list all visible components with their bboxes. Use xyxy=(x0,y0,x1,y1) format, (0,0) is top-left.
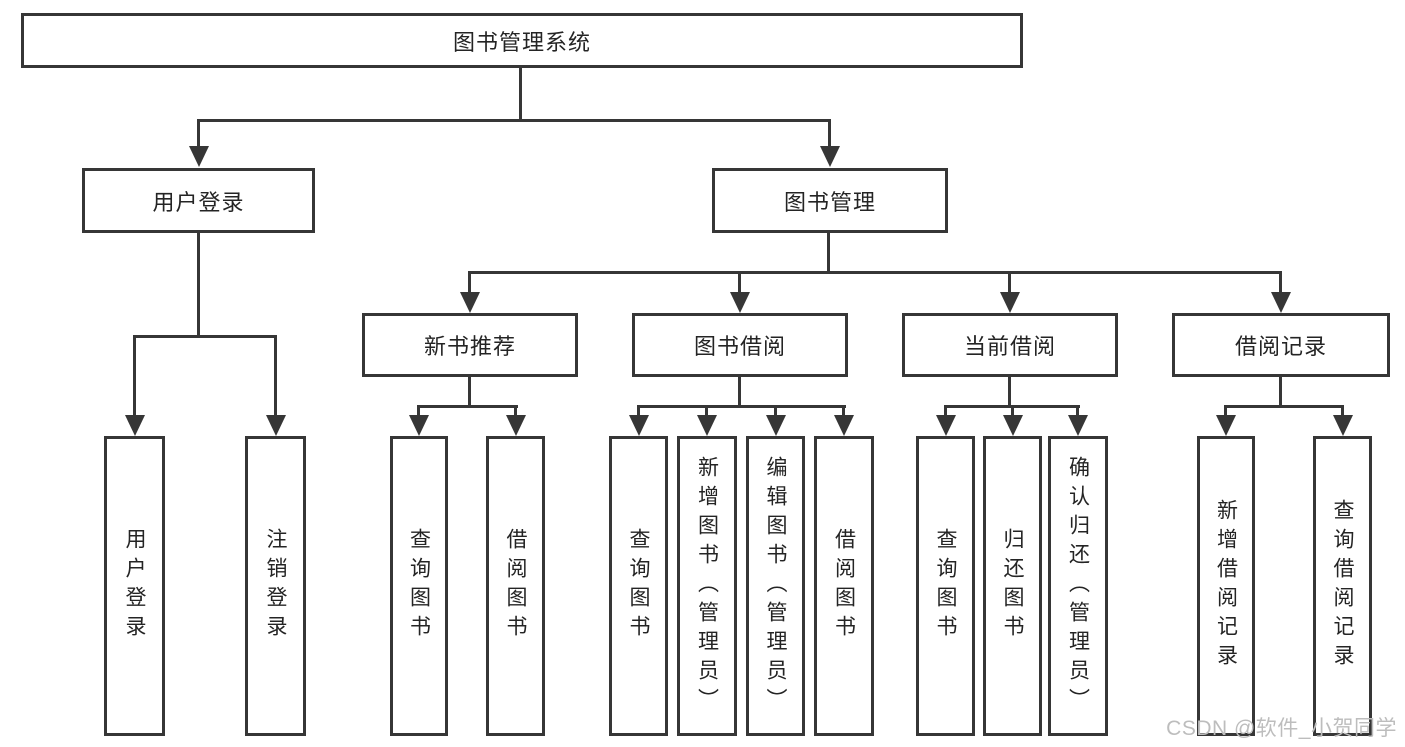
arrow-to-book-management xyxy=(819,119,840,167)
edge-user-login-stem xyxy=(197,233,200,337)
node-label: 用户登录 xyxy=(152,189,245,215)
node-label: 查询借阅记录 xyxy=(1331,499,1354,673)
node-label: 确认归还（管理员） xyxy=(1066,455,1090,717)
arrow-bb-borrow-book xyxy=(833,405,854,436)
node-label: 编辑图书（管理员） xyxy=(764,455,787,717)
node-label: 查询图书 xyxy=(407,528,431,644)
edge-level2-rail xyxy=(197,119,831,122)
leaf-bb-add-book-admin: 新增图书（管理员） xyxy=(677,436,737,736)
node-label: 借阅图书 xyxy=(504,528,527,644)
arrow-to-leaf-logout xyxy=(265,335,286,436)
node-label: 新增借阅记录 xyxy=(1214,499,1238,673)
node-label: 借阅图书 xyxy=(832,528,856,644)
arrow-br-query-record xyxy=(1332,405,1353,436)
leaf-rec-query-books: 查询图书 xyxy=(390,436,448,736)
node-label: 查询图书 xyxy=(934,528,957,644)
leaf-logout: 注销登录 xyxy=(245,436,306,736)
node-label: 图书管理系统 xyxy=(452,29,591,55)
leaf-br-query-borrow-record: 查询借阅记录 xyxy=(1313,436,1372,736)
arrow-to-user-login xyxy=(188,119,209,167)
edge-current-borrow-stem xyxy=(1008,377,1011,407)
node-book-management: 图书管理 xyxy=(712,168,948,233)
node-label: 注销登录 xyxy=(264,528,287,644)
node-library-management-system: 图书管理系统 xyxy=(21,13,1023,68)
arrow-rec-borrow-book xyxy=(505,405,526,436)
arrow-rec-query-book xyxy=(408,405,429,436)
leaf-cb-return-books: 归还图书 xyxy=(983,436,1042,736)
leaf-rec-borrow-books: 借阅图书 xyxy=(486,436,545,736)
node-label: 当前借阅 xyxy=(963,334,1056,359)
node-label: 新书推荐 xyxy=(423,334,516,359)
arrow-br-add-record xyxy=(1215,405,1236,436)
arrow-bb-add-book xyxy=(696,405,717,436)
edge-borrow-record-stem xyxy=(1279,377,1282,407)
arrow-to-book-borrow xyxy=(729,271,750,313)
node-borrowing-records: 借阅记录 xyxy=(1172,313,1390,377)
node-label: 用户登录 xyxy=(123,528,146,644)
edge-user-login-rail xyxy=(133,335,277,338)
leaf-cb-confirm-return-admin: 确认归还（管理员） xyxy=(1048,436,1108,736)
edge-book-borrow-stem xyxy=(738,377,741,407)
leaf-bb-borrow-books: 借阅图书 xyxy=(814,436,874,736)
edge-new-book-rec-rail xyxy=(418,405,518,408)
node-label: 归还图书 xyxy=(1001,528,1024,644)
arrow-cb-query-book xyxy=(935,405,956,436)
node-user-login: 用户登录 xyxy=(82,168,315,233)
edge-level3-rail xyxy=(468,271,1282,274)
arrow-to-current-borrow xyxy=(999,271,1020,313)
edge-borrow-record-rail xyxy=(1225,405,1344,408)
leaf-br-add-borrow-record: 新增借阅记录 xyxy=(1197,436,1255,736)
arrow-cb-confirm-return xyxy=(1067,405,1088,436)
leaf-bb-query-books: 查询图书 xyxy=(609,436,668,736)
node-label: 图书借阅 xyxy=(693,334,786,359)
arrow-bb-query-book xyxy=(628,405,649,436)
edge-new-book-rec-stem xyxy=(468,377,471,407)
node-label: 借阅记录 xyxy=(1234,334,1327,359)
leaf-bb-edit-book-admin: 编辑图书（管理员） xyxy=(746,436,805,736)
arrow-bb-edit-book xyxy=(765,405,786,436)
arrow-to-leaf-login xyxy=(124,335,145,436)
arrow-cb-return-book xyxy=(1002,405,1023,436)
node-label: 图书管理 xyxy=(783,189,876,215)
arrow-to-borrow-record xyxy=(1270,271,1291,313)
csdn-watermark: CSDN @软件_小贺同学 xyxy=(1166,717,1397,740)
node-current-borrowing: 当前借阅 xyxy=(902,313,1118,377)
leaf-user-login: 用户登录 xyxy=(104,436,165,736)
edge-book-mgmt-stem xyxy=(827,233,830,273)
node-label: 新增图书（管理员） xyxy=(695,455,719,717)
edge-book-borrow-rail xyxy=(637,405,846,408)
node-book-borrowing: 图书借阅 xyxy=(632,313,848,377)
arrow-to-new-book-rec xyxy=(459,271,480,313)
node-label: 查询图书 xyxy=(627,528,650,644)
leaf-cb-query-books: 查询图书 xyxy=(916,436,975,736)
edge-root-stem xyxy=(519,68,522,121)
node-new-book-recommendation: 新书推荐 xyxy=(362,313,578,377)
